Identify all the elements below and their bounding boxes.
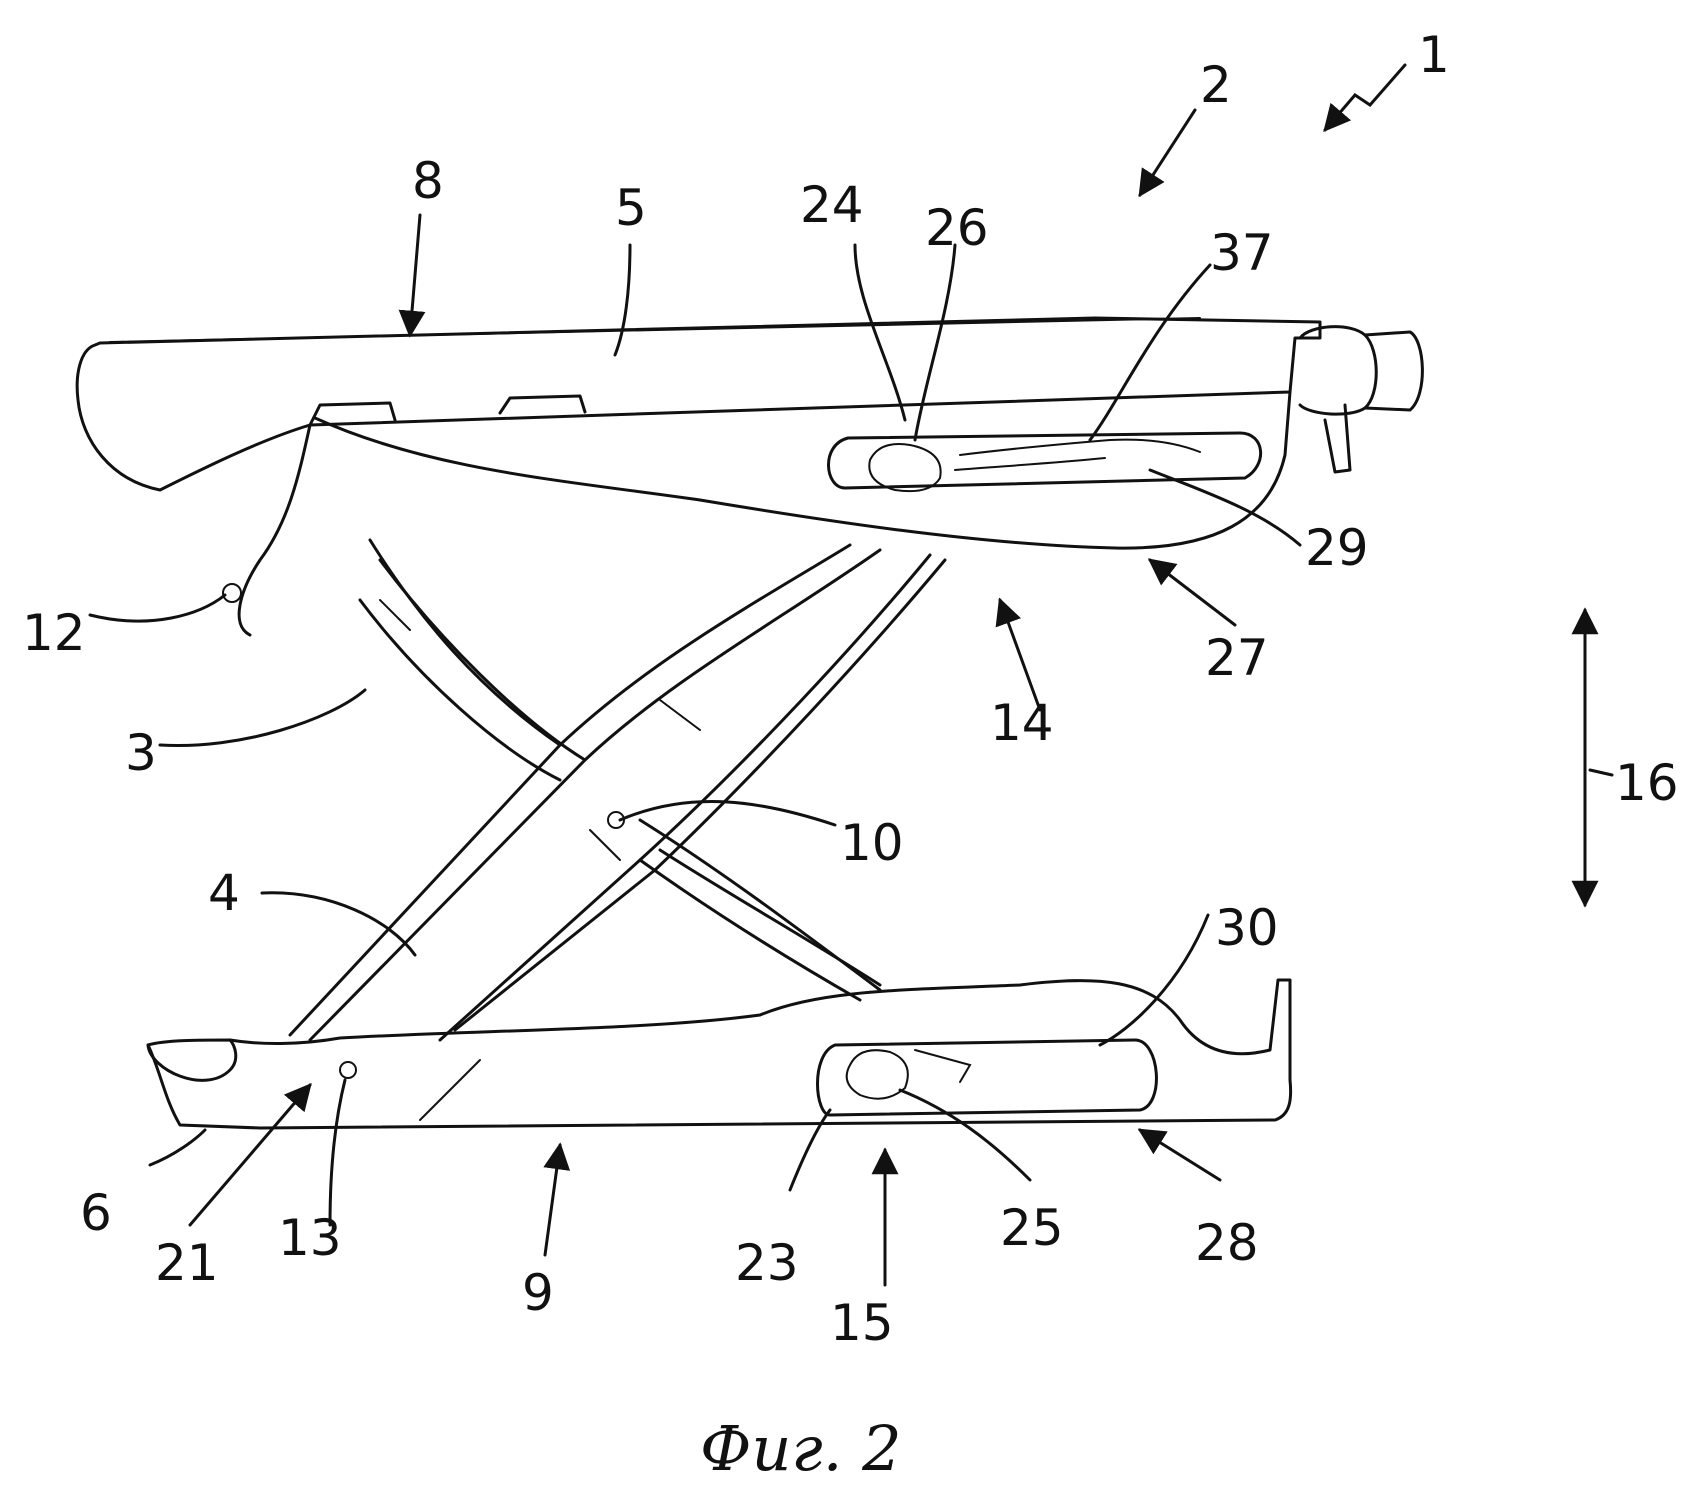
label-9: 9 [522, 1264, 554, 1322]
label-30: 30 [1215, 899, 1279, 957]
label-21: 21 [155, 1234, 219, 1292]
label-28: 28 [1195, 1214, 1259, 1272]
label-13: 13 [278, 1209, 342, 1267]
label-25: 25 [1000, 1199, 1064, 1257]
label-23: 23 [735, 1234, 799, 1292]
label-3: 3 [125, 724, 157, 782]
label-37: 37 [1210, 224, 1274, 282]
label-29: 29 [1305, 519, 1369, 577]
lower-rail [146, 978, 1293, 1130]
label-10: 10 [840, 814, 904, 872]
leader-lines [88, 63, 1614, 1287]
label-2: 2 [1200, 56, 1232, 114]
reference-labels: 1 2 8 5 24 26 37 29 27 14 12 3 4 10 16 3… [22, 26, 1679, 1485]
label-14: 14 [990, 694, 1054, 752]
label-1: 1 [1418, 26, 1450, 84]
label-16: 16 [1615, 754, 1679, 812]
label-5: 5 [615, 179, 647, 237]
scissor-arms [222, 538, 947, 1042]
label-26: 26 [925, 199, 989, 257]
label-15: 15 [830, 1294, 894, 1352]
label-24: 24 [800, 176, 864, 234]
upper-rail [75, 316, 1424, 637]
label-27: 27 [1205, 629, 1269, 687]
label-8: 8 [412, 152, 444, 210]
label-12: 12 [22, 604, 86, 662]
figure-caption: Фиг. 2 [700, 1412, 902, 1485]
label-6: 6 [80, 1184, 112, 1242]
label-4: 4 [208, 864, 240, 922]
